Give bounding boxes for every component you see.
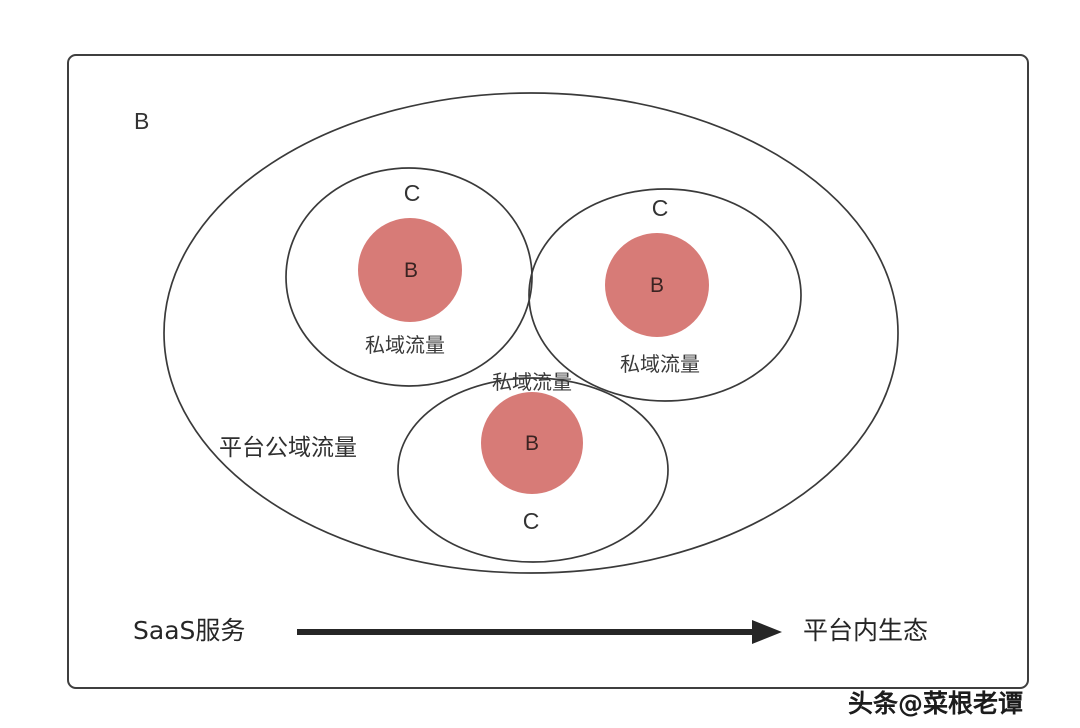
domain-right-outer-label: C [651,195,669,221]
frame-corner-label: B [134,108,150,134]
domain-right-caption: 私域流量 [620,352,700,376]
domain-circle-right [528,188,802,402]
platform-public-traffic-label: 平台公域流量 [219,435,357,461]
domain-bottom-outer-label: C [522,508,540,534]
domain-right-inner-label: B [649,274,665,297]
domain-bottom-caption: 私域流量 [492,370,572,394]
watermark: 头条@菜根老谭 [848,689,1024,718]
domain-bottom-inner-label: B [524,432,540,455]
flow-to-label: 平台内生态 [803,616,929,645]
domain-left-caption: 私域流量 [365,333,445,357]
platform-public-traffic-ellipse [163,92,899,574]
domain-circle-bottom [397,377,669,563]
business-node-bottom [481,392,583,494]
right-arrow-icon [297,620,782,644]
outer-frame [67,54,1029,689]
business-node-right [605,233,709,337]
domain-left-outer-label: C [403,180,421,206]
business-node-left [358,218,462,322]
flow-from-label: SaaS服务 [133,616,246,645]
domain-left-inner-label: B [403,259,419,282]
